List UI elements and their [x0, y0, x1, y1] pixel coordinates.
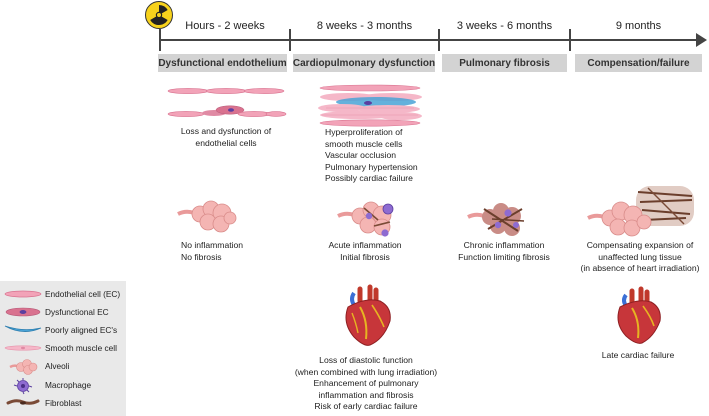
phase-box: Dysfunctional endothelium — [158, 54, 287, 72]
timeline-arrowhead — [696, 33, 707, 47]
text-line: Chronic inflammation — [463, 240, 545, 250]
alveoli-icon — [4, 358, 42, 381]
phase-box: Cardiopulmonary dysfunction — [293, 54, 435, 72]
text-line: Possibly cardiac failure — [325, 173, 413, 184]
period-label: 3 weeks - 6 months — [456, 20, 553, 32]
text-line: (when combined with lung irradiation) — [294, 366, 438, 377]
text-line: No inflammation — [181, 240, 244, 250]
healthy-lung-illustration — [177, 200, 238, 239]
legend-item: Smooth muscle cell — [0, 340, 126, 356]
period-label: 8 weeks - 3 months — [316, 20, 413, 32]
text-line: Function limiting fibrosis — [458, 251, 550, 262]
fibroblast-icon — [4, 395, 42, 416]
text-line: Loss and dysfunction of — [180, 126, 272, 136]
legend-label: Macrophage — [45, 380, 92, 390]
text-line: Late cardiac failure — [601, 350, 675, 360]
text-line: smooth muscle cells — [325, 138, 403, 149]
text-line: (in absence of heart irradiation) — [580, 263, 700, 274]
legend: Endothelial cell (EC) Dysfunctional EC P… — [0, 281, 126, 416]
endothelium-col1-text: Loss and dysfunction of endothelial cell… — [166, 126, 286, 149]
legend-item: Dysfunctional EC — [0, 304, 126, 320]
text-line: No fibrosis — [181, 251, 222, 262]
smooth-muscle-cell-icon — [4, 340, 42, 361]
timeline-tick — [569, 29, 571, 51]
heart-illustration — [340, 284, 394, 352]
text-line: unaffected lung tissue — [598, 251, 682, 262]
legend-item: Fibroblast — [0, 395, 126, 411]
legend-item: Endothelial cell (EC) — [0, 286, 126, 302]
legend-label: Dysfunctional EC — [45, 307, 109, 317]
dysfunctional-ec-icon — [4, 304, 42, 325]
text-line: Loss of diastolic function — [319, 355, 413, 365]
phase-box: Compensation/failure — [575, 54, 702, 72]
legend-item: Macrophage — [0, 377, 126, 395]
legend-label: Smooth muscle cell — [45, 343, 117, 353]
timeline-tick — [159, 29, 161, 51]
text-line: Risk of early cardiac failure — [314, 401, 418, 412]
heart-col2-text: Loss of diastolic function (when combine… — [286, 355, 446, 413]
legend-item: Alveoli — [0, 358, 126, 375]
legend-label: Alveoli — [45, 361, 70, 371]
text-line: Pulmonary hypertension — [325, 161, 418, 172]
text-line: Vascular occlusion — [325, 150, 397, 161]
hyperproliferation-illustration — [318, 84, 422, 133]
text-line: Compensating expansion of — [586, 240, 694, 250]
period-label: Hours - 2 weeks — [185, 20, 265, 32]
timeline-axis — [160, 39, 700, 41]
legend-label: Fibroblast — [45, 398, 82, 408]
timeline-tick — [289, 29, 291, 51]
phase-box: Pulmonary fibrosis — [442, 54, 567, 72]
text-line: Enhancement of pulmonary — [313, 378, 419, 389]
lung-col2-text: Acute inflammation Initial fibrosis — [316, 240, 414, 263]
lung-col1-text: No inflammation No fibrosis — [181, 240, 243, 263]
text-line: Acute inflammation — [328, 240, 402, 250]
text-line: endothelial cells — [195, 137, 257, 148]
fibrotic-lung-illustration — [467, 201, 532, 244]
timeline-tick — [438, 29, 440, 51]
lung-col4-text: Compensating expansion of unaffected lun… — [576, 240, 704, 275]
heart-col4-text: Late cardiac failure — [590, 350, 686, 362]
endothelial-cell-icon — [4, 286, 42, 307]
lung-col3-text: Chronic inflammation Function limiting f… — [448, 240, 560, 263]
text-line: inflammation and fibrosis — [318, 389, 414, 400]
endothelium-col2-text: Hyperproliferation of smooth muscle cell… — [325, 127, 418, 185]
legend-item: Poorly aligned EC's — [0, 322, 126, 338]
normal-endothelium-illustration — [167, 82, 287, 127]
text-line: Initial fibrosis — [340, 251, 390, 262]
heart-illustration — [614, 286, 664, 350]
radiation-icon — [145, 1, 173, 29]
inflamed-lung-illustration — [337, 200, 402, 245]
poorly-aligned-ec-icon — [4, 322, 42, 343]
text-line: Hyperproliferation of — [325, 127, 403, 137]
macrophage-icon — [4, 377, 42, 400]
compensating-lung-illustration — [587, 182, 698, 245]
period-label: 9 months — [615, 20, 662, 32]
legend-label: Endothelial cell (EC) — [45, 289, 121, 299]
legend-label: Poorly aligned EC's — [45, 325, 118, 335]
